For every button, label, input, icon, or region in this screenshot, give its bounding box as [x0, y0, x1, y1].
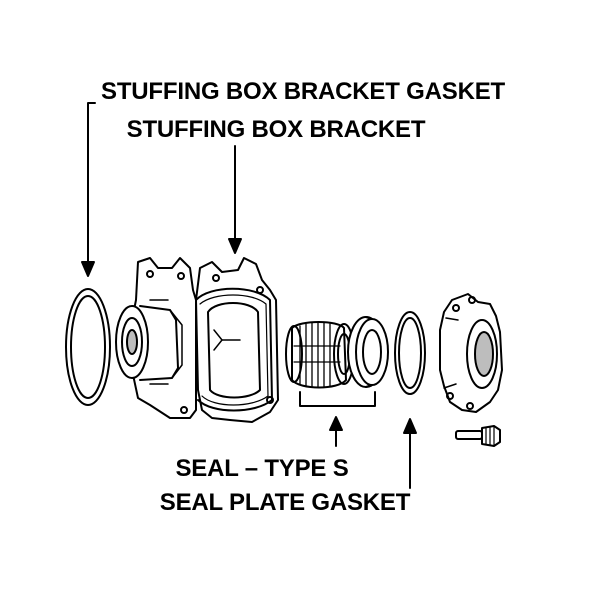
stuffing-box-bracket: [115, 257, 279, 423]
arrow-seal-plate-gasket-leader: [403, 418, 417, 489]
label-seal-plate-gasket: SEAL PLATE GASKET: [159, 489, 411, 516]
seal-plate-gasket: [394, 311, 426, 395]
seal-bracket: [299, 391, 376, 407]
arrow-bracket-leader: [228, 145, 242, 254]
arrow-seal-leader: [329, 416, 343, 447]
arrow-gasket-leader: [81, 102, 96, 277]
label-stuffing-box-bracket: STUFFING BOX BRACKET: [126, 116, 426, 143]
label-stuffing-box-bracket-gasket: STUFFING BOX BRACKET GASKET: [101, 78, 505, 105]
label-seal-type-s: SEAL – TYPE S: [175, 455, 349, 482]
stuffing-box-bracket-gasket: [65, 288, 111, 406]
cap-screw: [455, 425, 501, 447]
leader-arrows: [81, 102, 417, 489]
seal-plate: [439, 293, 503, 413]
seal-type-s: [285, 316, 389, 389]
